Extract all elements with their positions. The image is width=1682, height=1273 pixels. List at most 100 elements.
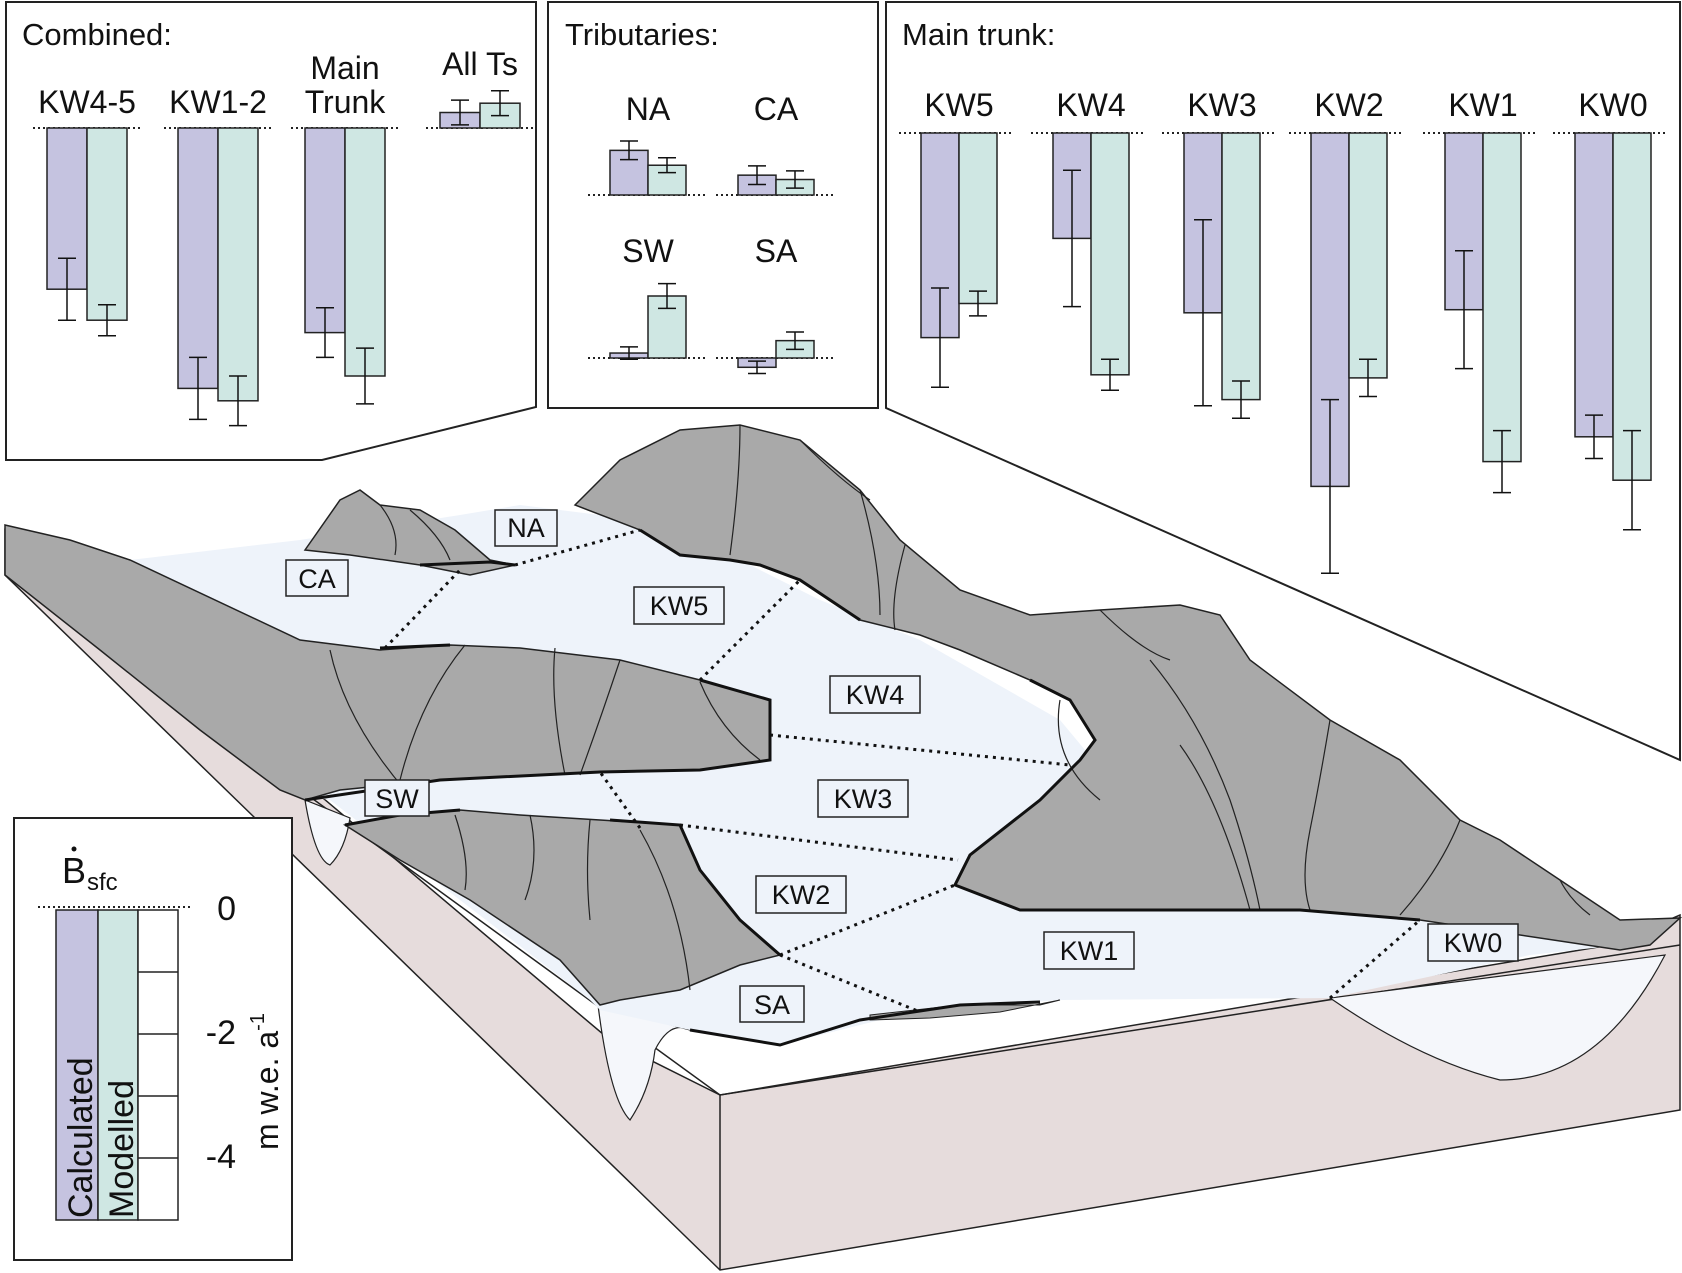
svg-text:CA: CA (298, 564, 336, 594)
map-label-kw2: KW2 (755, 875, 847, 914)
bar-calculated-kw0 (1574, 132, 1614, 438)
legend-scale-column (137, 909, 179, 1221)
valley-section-main (1328, 954, 1667, 1081)
svg-text:SA: SA (754, 990, 790, 1020)
legend-scale-0: 0 (217, 890, 236, 928)
valley-section-sa (597, 1004, 691, 1121)
legend-scale-ticks (138, 971, 178, 1159)
error-bar-calculated-kw1 (1455, 250, 1473, 370)
bar-modelled-kw4 (1090, 132, 1130, 376)
bar-calculated-main-trunk (304, 127, 346, 334)
map-label-ca: CA (285, 559, 349, 597)
legend-modelled-swatch (97, 909, 139, 1221)
combined-panel-title: Combined: (22, 17, 172, 52)
bar-modelled-kw3 (1221, 132, 1261, 401)
bar-modelled-main-trunk (344, 127, 386, 377)
map-label-sw: SW (364, 779, 430, 817)
error-bar-modelled-kw2 (1359, 358, 1377, 398)
error-bar-modelled-kw1-2 (229, 375, 247, 427)
map-label-kw1: KW1 (1043, 931, 1135, 970)
glacier-margins (304, 528, 1421, 1047)
svg-text:KW2: KW2 (772, 880, 831, 910)
svg-text:KW1: KW1 (1060, 936, 1119, 966)
error-bar-calculated-kw0 (1585, 414, 1603, 460)
map-label-kw5: KW5 (633, 586, 725, 625)
error-bar-calculated-kw4-5 (58, 257, 76, 321)
category-label-all-ts: All Ts (442, 46, 518, 82)
ridge-main-mountain (573, 424, 1682, 951)
bar-calculated-kw1-2 (177, 127, 219, 390)
legend-unit-main: m w.e. a (249, 1031, 285, 1150)
block-diagram: NA CA KW5 KW4 KW3 KW2 (4, 424, 1682, 1271)
map-labels: NA CA KW5 KW4 KW3 KW2 (285, 509, 1519, 1023)
legend-scale-minus2: -2 (206, 1014, 236, 1052)
ridge-ca-spur (303, 489, 516, 576)
category-label-kw5: KW5 (924, 87, 993, 123)
legend-unit-sup: -1 (247, 1013, 269, 1031)
category-label-kw4-5: KW4-5 (38, 84, 136, 120)
error-bar-modelled-main-trunk (356, 347, 374, 405)
error-bar-modelled-sa (786, 331, 804, 351)
category-label-kw3: KW3 (1187, 87, 1256, 123)
error-bar-calculated-sw (620, 346, 638, 360)
error-bar-calculated-ca (748, 165, 766, 186)
error-bar-calculated-kw4 (1063, 169, 1081, 308)
error-bar-calculated-kw3 (1194, 219, 1212, 407)
legend-calculated-swatch (55, 909, 99, 1221)
legend-calculated-label: Calculated (62, 1057, 100, 1218)
category-label-kw2: KW2 (1314, 87, 1383, 123)
category-label-kw0: KW0 (1578, 87, 1647, 123)
main-trunk-panel-title: Main trunk: (902, 17, 1055, 52)
bar-modelled-kw5 (958, 132, 998, 305)
tributaries-panel-frame (547, 1, 879, 409)
category-label-ca: CA (754, 91, 799, 127)
legend-symbol-dot (71, 846, 77, 852)
error-bar-calculated-all-ts (451, 99, 469, 126)
error-bar-modelled-sw (658, 282, 676, 310)
svg-text:KW4: KW4 (846, 680, 905, 710)
category-label-kw1: KW1 (1448, 87, 1517, 123)
legend: B sfc Calculated Modelled 0 -2 -4 m w.e.… (13, 817, 293, 1261)
bar-modelled-kw0 (1612, 132, 1652, 481)
category-label-kw1-2: KW1-2 (169, 84, 267, 120)
error-bar-modelled-kw0 (1623, 429, 1641, 531)
map-label-na: NA (494, 509, 558, 547)
section-boundaries (383, 528, 1421, 1014)
bar-calculated-kw4-5 (46, 127, 88, 290)
legend-symbol-subscript: sfc (87, 869, 118, 896)
map-label-kw0: KW0 (1427, 923, 1519, 962)
combined-panel-frame (5, 1, 537, 461)
map-label-kw3: KW3 (817, 779, 909, 818)
error-bar-calculated-kw2 (1321, 398, 1339, 574)
error-bar-modelled-na (658, 157, 676, 174)
error-bar-modelled-ca (786, 170, 804, 189)
legend-symbol: B (62, 850, 86, 891)
error-bar-calculated-sa (748, 360, 766, 375)
svg-text:KW3: KW3 (834, 784, 893, 814)
category-label-sw: SW (622, 233, 674, 269)
bar-modelled-kw1 (1482, 132, 1522, 463)
error-bar-modelled-kw4-5 (98, 303, 116, 337)
legend-modelled-label: Modelled (103, 1080, 141, 1218)
bar-modelled-kw2 (1348, 132, 1388, 379)
error-bar-modelled-kw5 (969, 290, 987, 317)
tributaries-panel-title: Tributaries: (565, 17, 719, 52)
map-label-sa: SA (739, 985, 805, 1023)
bar-modelled-kw4-5 (86, 127, 128, 321)
valley-section-sw (304, 799, 351, 866)
legend-scale-minus4: -4 (206, 1138, 236, 1176)
error-bar-modelled-kw3 (1232, 380, 1250, 419)
ridge-gullies (329, 424, 1591, 991)
error-bar-calculated-kw1-2 (189, 356, 207, 421)
svg-text:KW0: KW0 (1444, 928, 1503, 958)
error-bar-modelled-kw1 (1493, 429, 1511, 494)
category-label-na: NA (626, 91, 671, 127)
svg-text:KW5: KW5 (650, 591, 709, 621)
error-bar-calculated-main-trunk (316, 307, 334, 359)
legend-unit-label: m w.e. a-1 (247, 1013, 285, 1150)
